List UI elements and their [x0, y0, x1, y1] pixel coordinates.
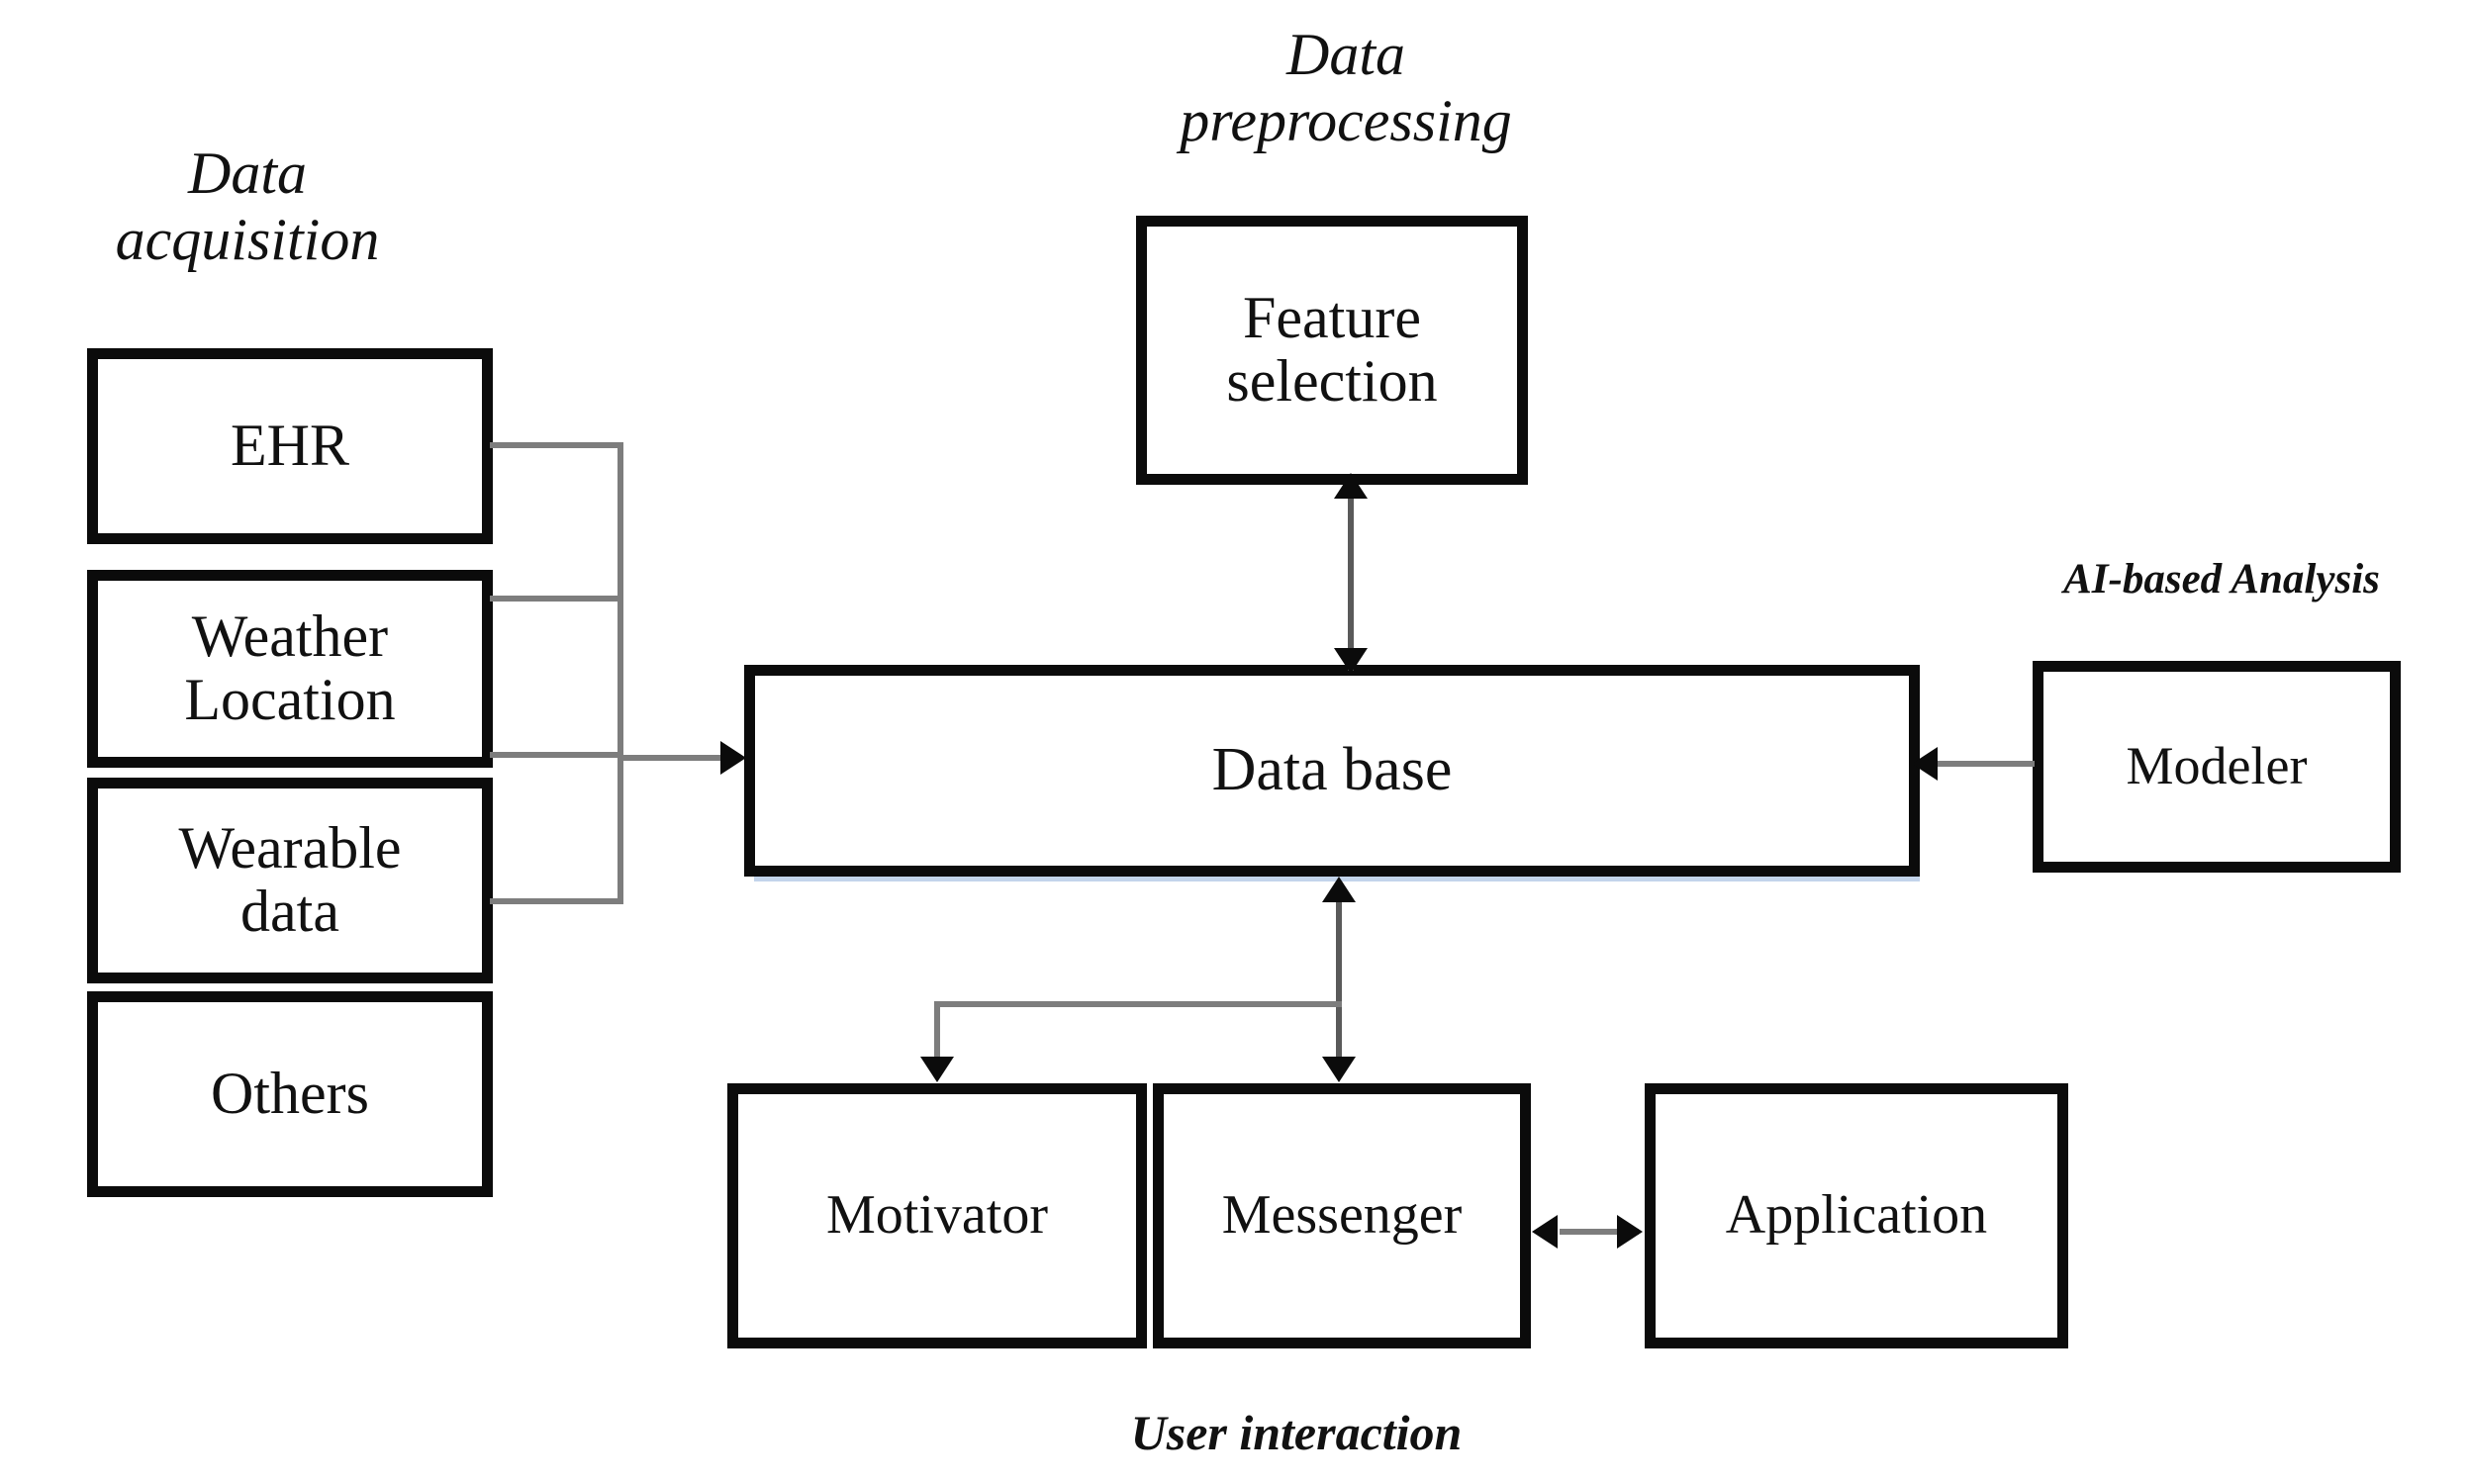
edge-others-stub: [490, 898, 623, 904]
arrowhead-acquisition-to-database: [720, 741, 746, 775]
edge-acquisition-to-database-line: [617, 755, 728, 761]
node-weather-location[interactable]: Weather Location: [87, 570, 493, 768]
edge-database-to-motivator-vertical: [934, 1001, 940, 1063]
caption-user-interaction: User interaction: [1130, 1405, 1463, 1460]
node-ehr-label: EHR: [231, 413, 349, 479]
node-data-base[interactable]: Data base: [744, 665, 1920, 877]
node-modeler[interactable]: Modeler: [2033, 661, 2401, 873]
node-others-label: Others: [211, 1061, 369, 1127]
arrowhead-featureselection-to-database: [1334, 648, 1368, 674]
arrowhead-application-to-messenger: [1532, 1215, 1558, 1249]
node-data-base-label: Data base: [1211, 736, 1453, 804]
node-application-label: Application: [1725, 1184, 1988, 1247]
node-wearable-data-label: Wearable data: [178, 815, 402, 944]
caption-data-acquisition: Data acquisition: [115, 140, 380, 273]
edge-modeler-to-database-line: [1938, 761, 2035, 767]
edge-wearable-data-stub: [490, 752, 623, 758]
arrowhead-modeler-to-database: [1912, 747, 1938, 781]
node-others[interactable]: Others: [87, 991, 493, 1197]
edge-acquisition-bus: [617, 442, 623, 904]
edge-messenger-application-line: [1560, 1229, 1639, 1235]
arrowhead-messenger-to-application: [1617, 1215, 1643, 1249]
caption-ai-based-analysis: AI-based Analysis: [2063, 556, 2380, 603]
edge-database-messenger-line: [1336, 898, 1342, 1076]
edge-weather-location-stub: [490, 596, 623, 602]
node-ehr[interactable]: EHR: [87, 348, 493, 544]
node-weather-location-label: Weather Location: [184, 603, 396, 732]
arrowhead-database-to-messenger: [1322, 1057, 1356, 1082]
node-wearable-data[interactable]: Wearable data: [87, 778, 493, 983]
node-messenger[interactable]: Messenger: [1153, 1083, 1531, 1348]
arrowhead-database-to-motivator: [920, 1057, 954, 1082]
node-application[interactable]: Application: [1645, 1083, 2068, 1348]
node-modeler-label: Modeler: [2126, 736, 2308, 796]
node-feature-selection-label: Feature selection: [1226, 285, 1438, 414]
node-motivator[interactable]: Motivator: [727, 1083, 1147, 1348]
edge-featureselection-database-line: [1348, 495, 1354, 671]
edge-ehr-stub: [490, 442, 623, 448]
node-messenger-label: Messenger: [1221, 1184, 1463, 1247]
node-feature-selection[interactable]: Feature selection: [1136, 216, 1528, 485]
arrowhead-database-to-featureselection: [1334, 473, 1368, 499]
node-motivator-label: Motivator: [826, 1184, 1048, 1247]
caption-data-preprocessing: Data preprocessing: [1180, 22, 1512, 154]
edge-database-to-motivator-horizontal: [934, 1001, 1342, 1007]
arrowhead-messenger-to-database: [1322, 877, 1356, 902]
